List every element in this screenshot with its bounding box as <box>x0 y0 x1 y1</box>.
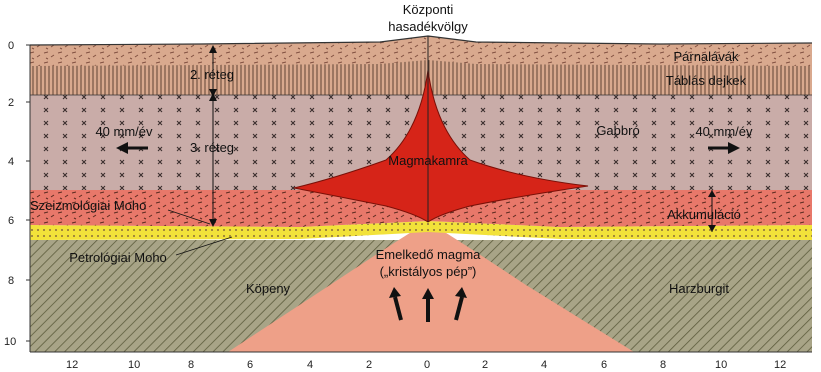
distance-axis: 12 10 8 6 4 2 0 2 4 6 8 10 12 <box>30 352 812 371</box>
petrologic-moho-label: Petrológiai Moho <box>69 250 167 265</box>
harzburgite-label: Harzburgit <box>669 281 729 296</box>
y-tick-4: 4 <box>8 156 14 168</box>
y-tick-8: 8 <box>8 275 14 287</box>
x-tick-4-right: 4 <box>541 359 547 371</box>
pillow-lavas-label: Párnalávák <box>673 49 739 64</box>
x-tick-8-right: 8 <box>660 359 666 371</box>
spreading-rate-right-label: 40 mm/év <box>695 124 753 139</box>
x-tick-6-left: 6 <box>247 359 253 371</box>
crystal-mush-label: („kristályos pép”) <box>380 264 477 279</box>
rising-magma-label: Emelkedő magma <box>376 247 482 262</box>
mantle-label: Köpeny <box>246 281 291 296</box>
y-tick-10: 10 <box>4 336 16 348</box>
title-line1: Központi <box>403 2 454 17</box>
seismic-moho-label: Szeizmológiai Moho <box>30 198 146 213</box>
x-tick-6-right: 6 <box>601 359 607 371</box>
x-tick-4-left: 4 <box>307 359 313 371</box>
gabbro-label: Gabbró <box>596 123 639 138</box>
title-line2: hasadékvölgy <box>388 19 468 34</box>
sheeted-dikes-label: Táblás dejkek <box>666 73 747 88</box>
x-tick-12-right: 12 <box>774 359 786 371</box>
x-tick-10-right: 10 <box>715 359 727 371</box>
layer2-label: 2. réteg <box>190 67 234 82</box>
x-tick-2-left: 2 <box>366 359 372 371</box>
layer3-label: 3. réteg <box>190 140 234 155</box>
accumulation-label: Akkumuláció <box>667 207 741 222</box>
y-tick-0: 0 <box>8 40 14 52</box>
magma-chamber-label: Magmakamra <box>388 153 468 168</box>
x-tick-12-left: 12 <box>66 359 78 371</box>
y-tick-6: 6 <box>8 215 14 227</box>
x-tick-10-left: 10 <box>128 359 140 371</box>
spreading-rate-left-label: 40 mm/év <box>95 124 153 139</box>
x-tick-0: 0 <box>424 359 430 371</box>
y-tick-2: 2 <box>8 97 14 109</box>
x-tick-2-right: 2 <box>482 359 488 371</box>
x-tick-8-left: 8 <box>188 359 194 371</box>
depth-axis: 0 2 4 6 8 10 <box>4 40 30 352</box>
